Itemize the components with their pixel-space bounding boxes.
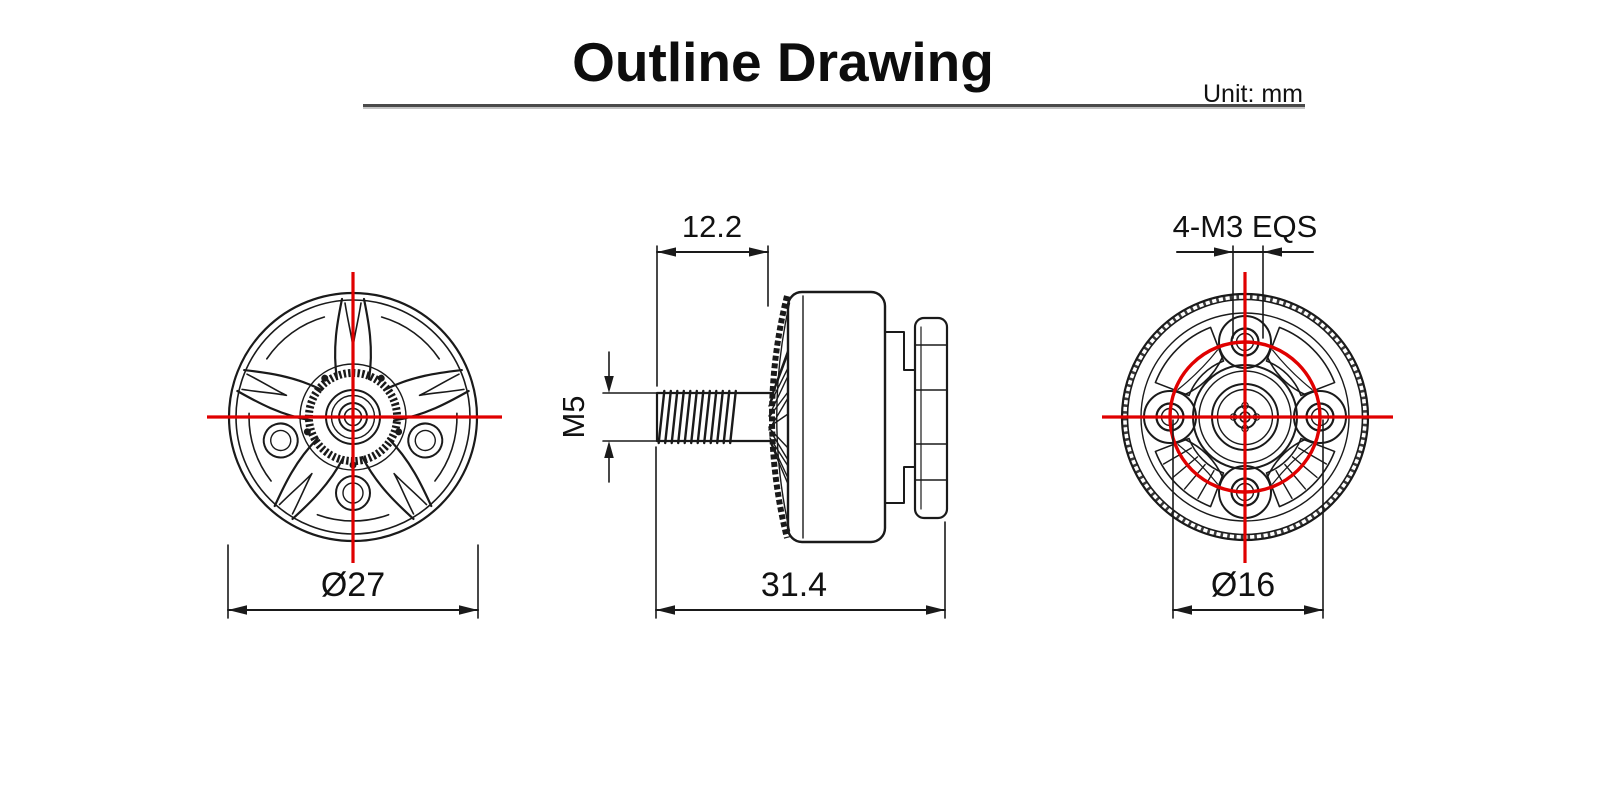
front-diameter-label: Ø27 [321,566,385,604]
dim-bolt-circle: Ø16 [1172,419,1324,619]
dim-total-length: 31.4 [655,446,946,619]
dim-mount-holes: 4-M3 EQS [1173,209,1318,339]
dim-front-diameter: Ø27 [227,544,479,619]
arrow-right-icon [749,247,768,257]
front-view [207,272,502,563]
mount-neck [884,331,916,504]
mount-holes-label: 4-M3 EQS [1173,209,1318,244]
arrow-left-icon [656,605,675,615]
arrow-left-icon [1263,247,1282,257]
dim-leader-lines [602,392,658,442]
motor-body [786,290,887,544]
front-spokes [236,297,470,521]
dim-extension-lines [227,544,479,619]
arrow-left-icon [657,247,676,257]
front-hub-screws [303,374,403,469]
shaft-threads [657,389,737,445]
total-length-label: 31.4 [761,566,827,604]
shaft-length-label: 12.2 [682,209,742,244]
arrow-left-icon [1173,605,1192,615]
dim-extension-lines [1172,419,1324,619]
bell-scalloped-edge [769,295,790,539]
dim-extension-lines [655,446,946,619]
bolt-circle-label: Ø16 [1211,566,1275,604]
back-wedges [1154,326,1336,508]
back-web [1177,349,1313,485]
arrow-right-icon [1304,605,1323,615]
title-underline [363,104,1305,109]
arrow-right-icon [926,605,945,615]
arrow-right-icon [459,605,478,615]
thread-label: M5 [556,395,591,438]
dim-shaft-thread: M5 [556,351,658,483]
arrow-down-icon [604,376,614,393]
front-centerline-crosshair [207,272,502,563]
arrow-left-icon [228,605,247,615]
mount-flange-lugs [914,344,948,481]
dim-shaft-length: 12.2 [656,209,769,387]
page-title: Outline Drawing [572,31,994,93]
back-centerline-crosshair [1102,272,1393,563]
bell-vanes [768,349,789,485]
mount-flange [913,316,949,520]
side-view [655,290,949,544]
unit-label: Unit: mm [1203,80,1303,108]
dim-extension-lines [1232,245,1264,339]
back-view [1102,272,1393,563]
arrow-up-icon [604,441,614,458]
dim-extension-lines [656,245,769,387]
arrow-right-icon [1214,247,1233,257]
